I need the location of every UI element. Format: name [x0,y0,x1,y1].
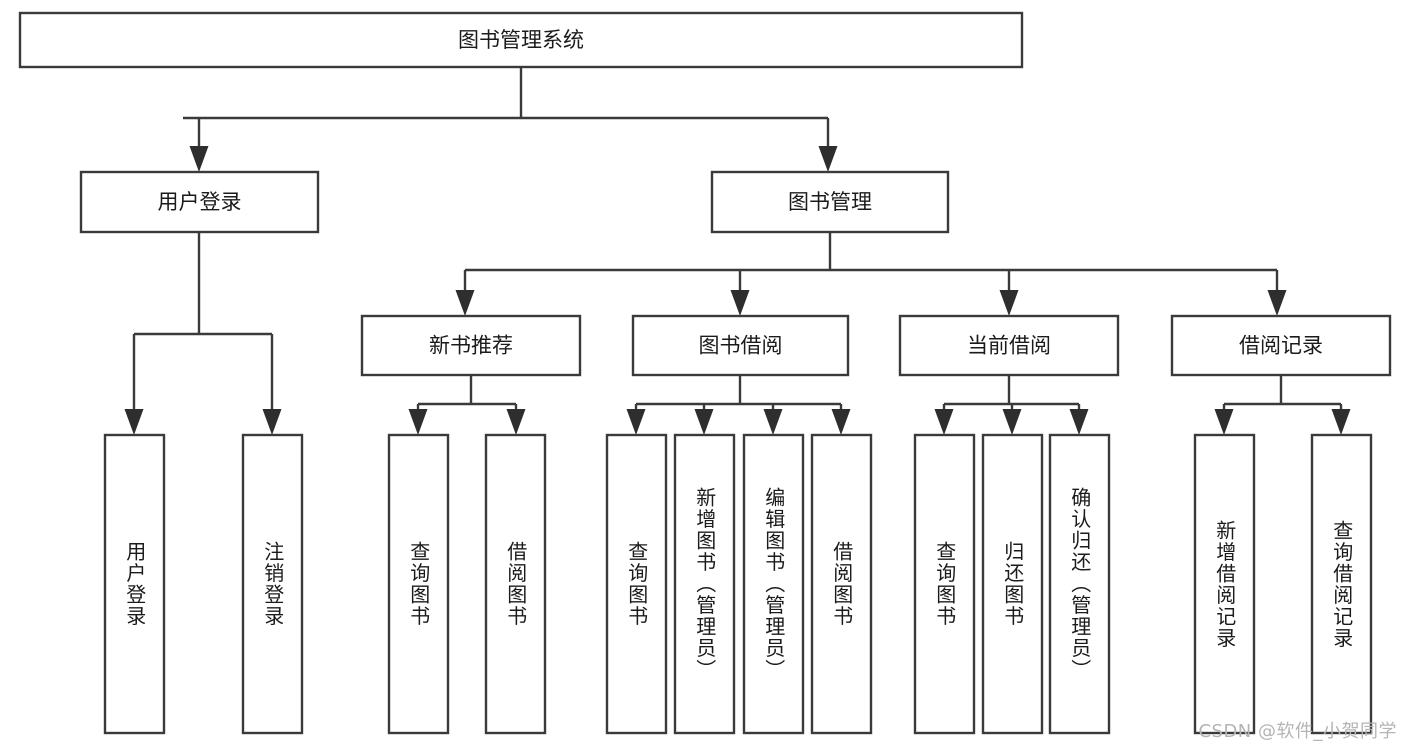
arrowhead [694,409,714,435]
node-label: 图书管理系统 [458,28,584,52]
node-leaf-query-book-1[interactable] [387,433,450,735]
arrowhead [1267,290,1287,316]
node-box[interactable] [631,314,850,377]
node-leaf-confirm-return[interactable] [1048,433,1111,735]
node-user-login[interactable]: 用户登录 [79,170,320,234]
node-box[interactable] [1048,433,1111,735]
connector-book-manage-to-level2 [455,232,1287,316]
node-label: 图书借阅 [699,334,783,358]
node-box[interactable] [673,433,736,735]
node-leaf-query-book-2[interactable] [605,433,668,735]
node-leaf-borrow-book-1[interactable] [484,433,547,735]
node-leaf-query-record[interactable] [1310,433,1373,735]
connector-current-borrow-to-leaves [934,375,1089,435]
node-label: 新书推荐 [429,334,513,358]
connector-new-book-rec-to-leaves [408,375,526,435]
arrowhead [730,290,750,316]
arrowhead [455,290,475,316]
node-leaf-borrow-book-2[interactable] [810,433,873,735]
node-label: 图书管理 [788,190,872,214]
node-box[interactable] [605,433,668,735]
node-root[interactable]: 图书管理系统 [18,11,1024,69]
node-borrow-record[interactable]: 借阅记录 [1170,314,1392,377]
arrowhead [818,146,838,172]
arrowhead [124,409,144,435]
node-box[interactable] [360,314,582,377]
node-box[interactable] [241,433,304,735]
connector-root-to-level1 [183,67,838,172]
arrowhead [831,409,851,435]
arrowhead [1069,409,1089,435]
node-box[interactable] [981,433,1044,735]
node-book-borrow[interactable]: 图书借阅 [631,314,850,377]
node-box[interactable] [1193,433,1256,735]
node-leaf-user-login[interactable] [103,433,166,735]
node-box[interactable] [742,433,805,735]
arrowhead [1331,409,1351,435]
connector-user-login-to-leaves [124,232,282,435]
watermark-text: CSDN @软件_小贺同学 [1198,721,1397,742]
node-box[interactable] [79,170,320,234]
node-box[interactable] [710,170,950,234]
node-box[interactable] [18,11,1024,69]
node-leaf-add-record[interactable] [1193,433,1256,735]
node-box[interactable] [810,433,873,735]
node-label: 当前借阅 [967,334,1051,358]
node-book-manage[interactable]: 图书管理 [710,170,950,234]
arrowhead [934,409,954,435]
arrowhead [763,409,783,435]
node-box[interactable] [1170,314,1392,377]
node-box[interactable] [387,433,450,735]
arrowhead [506,409,526,435]
node-current-borrow[interactable]: 当前借阅 [898,314,1120,377]
arrowhead [189,146,209,172]
node-leaf-edit-book[interactable] [742,433,805,735]
connector-borrow-record-to-leaves [1214,375,1351,435]
connector-layer [124,67,1351,435]
node-label: 用户登录 [158,190,242,214]
arrowhead [999,290,1019,316]
connector-book-borrow-to-leaves [626,375,851,435]
node-box[interactable] [103,433,166,735]
node-leaf-return-book[interactable] [981,433,1044,735]
node-box[interactable] [484,433,547,735]
arrowhead [1214,409,1234,435]
node-box[interactable] [1310,433,1373,735]
node-box[interactable] [898,314,1120,377]
arrowhead [408,409,428,435]
node-leaf-query-book-3[interactable] [913,433,976,735]
node-label: 借阅记录 [1239,334,1323,358]
arrowhead [262,409,282,435]
node-leaf-add-book[interactable] [673,433,736,735]
arrowhead [1002,409,1022,435]
node-box[interactable] [913,433,976,735]
node-new-book-rec[interactable]: 新书推荐 [360,314,582,377]
arrowhead [626,409,646,435]
node-leaf-logout[interactable] [241,433,304,735]
